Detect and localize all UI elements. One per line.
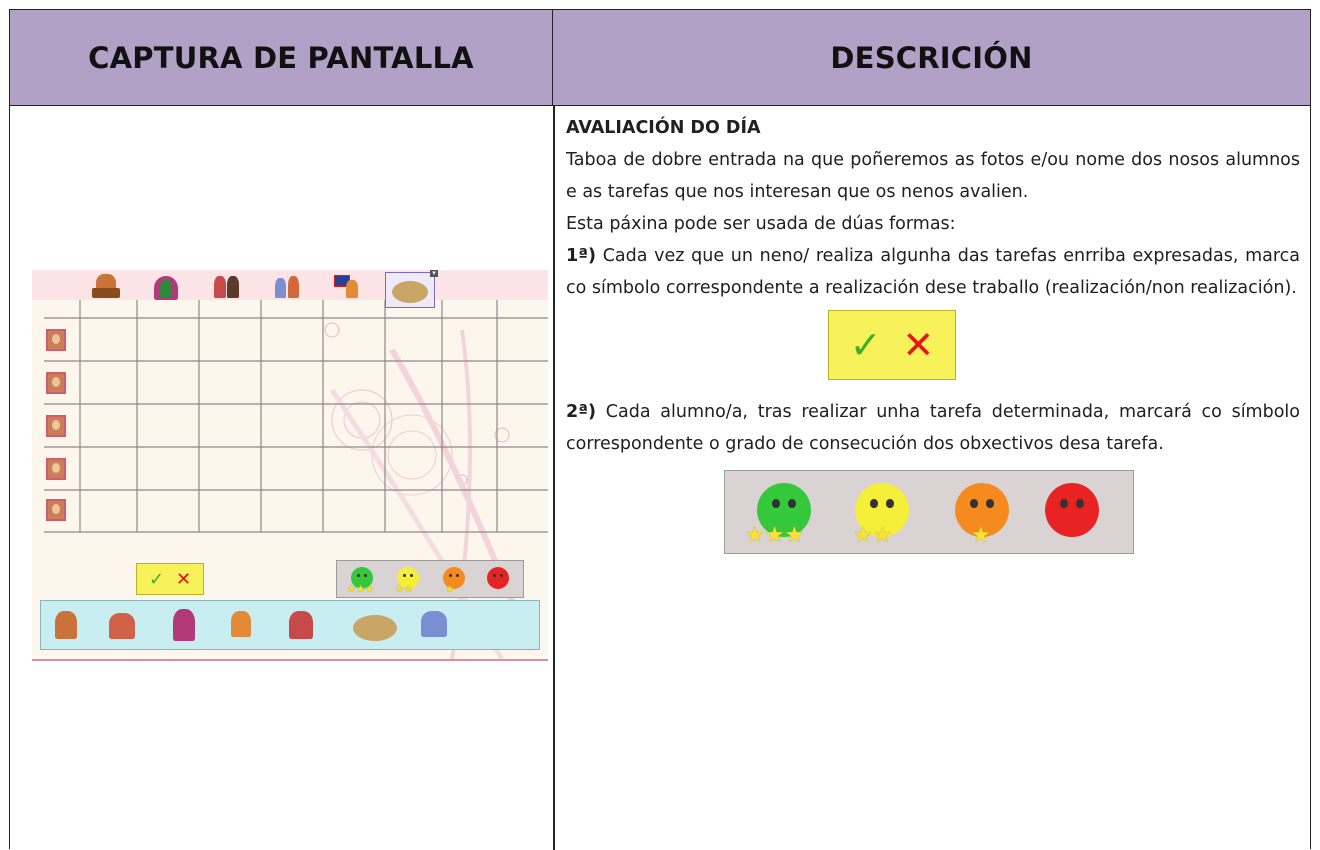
palette-icon-xogo[interactable] [109, 613, 135, 639]
palette-icon-musica[interactable] [421, 611, 447, 637]
example-smiley-panel: ★★★ ★★ ★ [724, 470, 1134, 554]
task-icon-musica[interactable] [272, 272, 302, 300]
check-icon[interactable]: ✓ [148, 568, 165, 590]
student-photo [46, 458, 66, 480]
smiley-rating-panel: ★★★ ★★ ★ [336, 560, 524, 598]
student-photo [46, 329, 66, 351]
star-icon: ★★ [395, 584, 413, 595]
palette-icon-recreo[interactable] [353, 615, 397, 641]
student-photo [46, 499, 66, 521]
item-1-paragraph: 1ª) Cada vez que un neno/ realiza algunh… [566, 240, 1300, 304]
content-yellow-face-icon [855, 483, 909, 537]
star-icon: ★ [971, 523, 991, 548]
star-icon: ★★ [853, 523, 893, 548]
evaluation-grid [44, 300, 548, 659]
palette-icon-biblioteca[interactable] [289, 611, 313, 639]
palette-icon-ingles[interactable] [231, 611, 251, 637]
sad-red-face-icon[interactable] [487, 567, 509, 589]
happy-green-face-icon[interactable] [351, 567, 373, 589]
cross-icon[interactable]: ✕ [175, 568, 192, 590]
content-table: CAPTURA DE PANTALLA DESCRICIÓN [9, 9, 1311, 850]
happy-green-face-icon [757, 483, 811, 537]
cross-icon: ✕ [902, 323, 935, 367]
neutral-orange-face-icon [955, 483, 1009, 537]
item-2-paragraph: 2ª) Cada alumno/a, tras realizar unha ta… [566, 396, 1300, 460]
content-yellow-face-icon[interactable] [397, 567, 419, 589]
check-icon: ✓ [849, 323, 882, 367]
sad-red-face-icon [1045, 483, 1099, 537]
section-title: AVALIACIÓN DO DÍA [566, 118, 761, 138]
task-icon-recreo[interactable]: ▾ [385, 270, 438, 308]
intro-paragraph: Taboa de dobre entrada na que poñeremos … [566, 150, 1300, 202]
task-icon-palette [40, 600, 540, 650]
star-icon: ★ [445, 584, 454, 595]
smiley-example: ★★★ ★★ ★ [566, 460, 1300, 560]
star-icon: ★★★ [347, 584, 374, 595]
star-icon: ★★★ [745, 523, 805, 548]
task-icon-traballo[interactable] [90, 272, 120, 300]
palette-icon-traballo[interactable] [55, 611, 77, 639]
header-screenshot-column: CAPTURA DE PANTALLA [10, 10, 553, 106]
column-divider [553, 106, 555, 850]
usage-paragraph: Esta páxina pode ser usada de dúas forma… [566, 214, 956, 234]
header-description-column: DESCRICIÓN [553, 10, 1310, 106]
palette-icon-psicomotricidade[interactable] [173, 609, 195, 641]
check-cross-example: ✓ ✕ [566, 304, 1300, 396]
description-text: AVALIACIÓN DO DÍA Taboa de dobre entrada… [566, 112, 1300, 560]
item-1-text: Cada vez que un neno/ realiza algunha da… [566, 246, 1300, 298]
task-icon-psicomotricidade[interactable] [150, 272, 180, 300]
evaluation-screenshot: ▾ ✓ ✕ ★★★ ★★ ★ [32, 270, 548, 661]
task-icon-ingles[interactable] [332, 272, 362, 300]
item-2-number: 2ª) [566, 402, 597, 422]
student-photo [46, 372, 66, 394]
task-icon-biblioteca[interactable] [212, 272, 242, 300]
mark-symbols-panel: ✓ ✕ [136, 563, 204, 595]
item-1-number: 1ª) [566, 246, 597, 266]
neutral-orange-face-icon[interactable] [443, 567, 465, 589]
item-2-text: Cada alumno/a, tras realizar unha tarefa… [566, 402, 1300, 454]
student-photo [46, 415, 66, 437]
example-mark-symbols: ✓ ✕ [828, 310, 956, 380]
